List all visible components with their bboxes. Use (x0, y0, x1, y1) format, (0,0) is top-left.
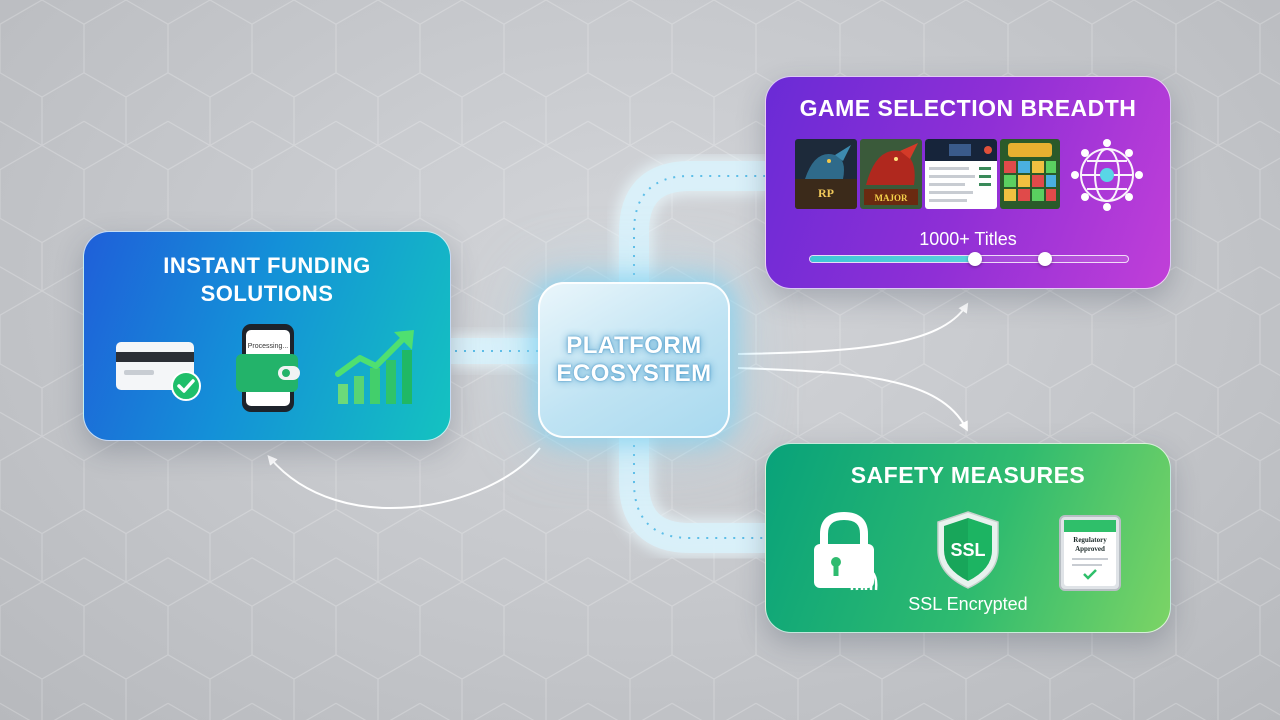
arrow-hub-to-safety (737, 367, 968, 432)
credit-card-check-icon (116, 342, 201, 401)
platform-ecosystem-hub[interactable]: PLATFORM ECOSYSTEM (538, 282, 730, 438)
growth-chart-icon (335, 330, 414, 404)
progress-knob-2[interactable] (1038, 252, 1053, 266)
titles-progress-track[interactable] (809, 252, 1129, 266)
certificate-line-1: Regulatory (1073, 536, 1107, 544)
padlock-fingerprint-icon (814, 512, 878, 591)
funding-title: INSTANT FUNDING SOLUTIONS (163, 253, 371, 306)
instant-funding-card: INSTANT FUNDING SOLUTIONS Processing... (83, 231, 451, 441)
games-connector (614, 156, 768, 284)
funding-connector (448, 334, 542, 368)
hub-label: PLATFORM ECOSYSTEM (556, 332, 712, 387)
ssl-encrypted-label: SSL Encrypted (908, 594, 1028, 614)
arrow-hub-to-games (737, 302, 969, 355)
svg-text:RP: RP (818, 186, 834, 200)
phone-screen-text: Processing... (248, 343, 289, 350)
ssl-badge-text: SSL (950, 540, 985, 560)
arrow-hub-to-funding (267, 447, 541, 509)
safety-title: SAFETY MEASURES (850, 462, 1086, 488)
sports-betting-thumbnail[interactable] (925, 139, 997, 209)
red-dragon-slot-thumbnail[interactable]: MAJOR (860, 139, 922, 209)
titles-progress-fill (810, 256, 976, 262)
network-globe-icon (1071, 139, 1143, 211)
games-title: GAME SELECTION BREADTH (799, 95, 1137, 121)
titles-count-label: 1000+ Titles (919, 229, 1017, 249)
gem-slot-thumbnail[interactable] (1000, 139, 1060, 209)
svg-text:MAJOR: MAJOR (875, 193, 908, 203)
safety-connector (614, 436, 768, 558)
dragon-slot-thumbnail[interactable]: RP (795, 139, 857, 209)
progress-knob-1[interactable] (968, 252, 983, 266)
ssl-shield-icon: SSL (937, 511, 999, 589)
mobile-wallet-icon: Processing... (236, 324, 300, 412)
game-selection-card: GAME SELECTION BREADTH RP MAJOR (765, 76, 1171, 289)
certificate-line-2: Approved (1075, 545, 1105, 553)
